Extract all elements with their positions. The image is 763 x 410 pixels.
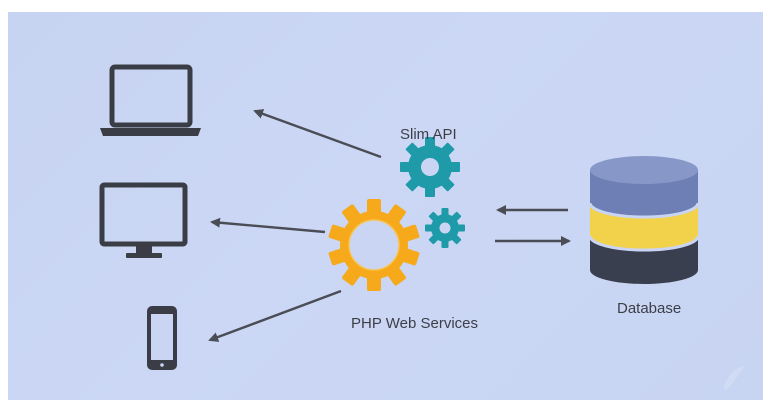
architecture-diagram [99, 64, 700, 370]
diagram-canvas: Slim API PHP Web Services Database [8, 12, 763, 400]
monitor-icon [99, 182, 188, 258]
database-icon [588, 156, 700, 284]
laptop-icon [100, 64, 201, 136]
database-label: Database [617, 300, 682, 317]
watermark-icon [723, 366, 745, 390]
gear-icon-php-web-services [328, 199, 420, 291]
arrow-slim-to-laptop [253, 109, 382, 159]
php-web-services-label: PHP Web Services [351, 315, 478, 332]
smartphone-icon [147, 306, 177, 370]
arrow-php-to-desktop [210, 217, 326, 234]
gear-icon-slim-api [400, 137, 460, 197]
gear-icon-small [425, 208, 465, 248]
arrow-php-to-phone [208, 289, 342, 342]
slim-api-label: Slim API [400, 126, 457, 143]
